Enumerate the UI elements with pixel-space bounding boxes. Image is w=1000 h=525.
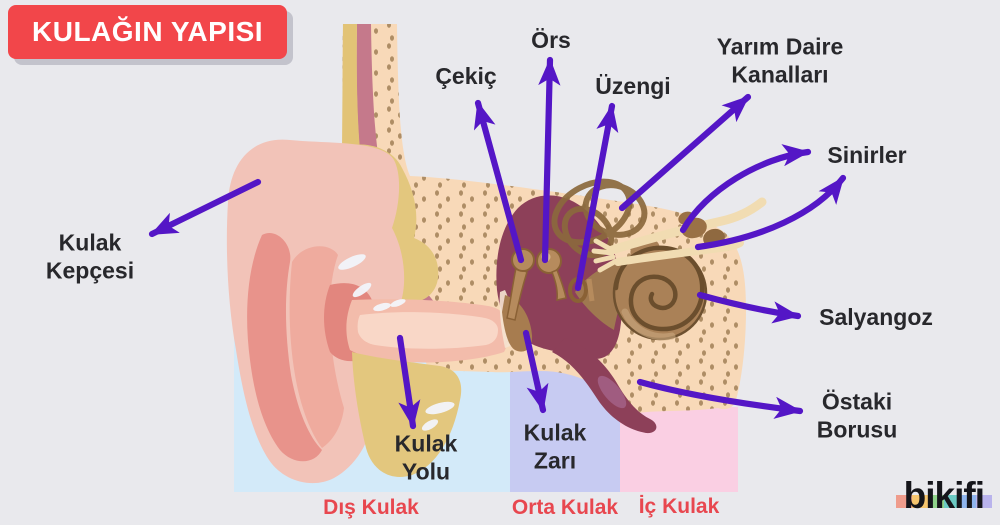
ossicles: [506, 248, 595, 321]
arrow-kulak-kepcesi: [148, 178, 262, 238]
region-label-dis-kulak: Dış Kulak: [323, 496, 419, 519]
auditory-nerves: [591, 197, 767, 273]
cartilage-highlights: [338, 254, 455, 431]
arrow-ors: [538, 56, 561, 264]
arrow-cekic: [473, 99, 525, 264]
arrow-uzengi: [574, 102, 619, 292]
label-salyangoz: Salyangoz: [819, 304, 933, 331]
page-title: KULAĞIN YAPISI: [8, 5, 288, 59]
label-uzengi: Üzengi: [595, 73, 671, 100]
ear-canal: [346, 299, 509, 363]
label-kulak-yolu: Kulak Yolu: [394, 430, 458, 484]
arrow-kulak-zari: [522, 329, 549, 414]
arrow-kulak-yolu: [396, 334, 421, 430]
arrow-sinirler-2: [694, 174, 847, 251]
cochlea: [575, 238, 708, 341]
bikifi-logo: bikifi: [895, 475, 992, 517]
logo-text: bikifi: [903, 475, 985, 517]
region-label-ic-kulak: İç Kulak: [638, 495, 720, 518]
region-label-orta-kulak: Orta Kulak: [511, 496, 619, 519]
label-ostaki-borusu: Östaki Borusu: [816, 388, 898, 442]
arrow-yarim-daire: [618, 93, 752, 212]
label-kulak-kepcesi: Kulak Kepçesi: [45, 229, 135, 283]
label-cekic: Çekiç: [435, 63, 497, 90]
label-yarim-daire: Yarım Daire Kanalları: [716, 33, 844, 87]
arrow-salyangoz: [696, 291, 802, 324]
label-ors: Örs: [531, 27, 571, 54]
label-kulak-zari: Kulak Zarı: [523, 419, 587, 473]
arrow-ostaki: [636, 378, 804, 419]
label-arrows: [148, 56, 847, 430]
arrow-sinirler-1: [679, 144, 812, 234]
label-sinirler: Sinirler: [827, 142, 907, 169]
logo-rainbow-strip: [895, 495, 992, 509]
malleus-handle: [506, 266, 528, 321]
